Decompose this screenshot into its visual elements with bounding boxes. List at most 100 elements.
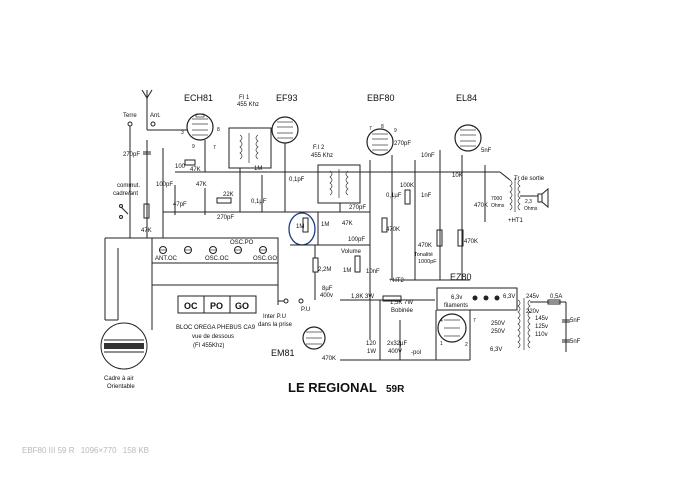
cap-10nf-b: 10nF [421,153,435,159]
antenna-symbol [141,89,153,130]
voltage-250-b: 250V [491,329,505,335]
res-2-2m: 2,2M [318,267,331,273]
inter-pu-label-1: Inter P.U [263,314,286,320]
band-po: PO [210,301,223,311]
cap-100pf-b: 100pF [348,237,365,243]
osc-go-label: OSC.GO [253,256,277,262]
fi1-freq: 455 Khz [237,102,259,108]
tube-label-ez80: EZ80 [450,272,472,282]
ohms-word-b: Ohms [524,206,538,212]
res-470k-c: 470K [474,203,488,209]
res-47k-b: 47K [196,182,207,188]
res-47k-a: 47K [141,228,152,234]
voltage-6-3-b: 6,3V [490,347,502,353]
if-transformer-2 [317,164,361,204]
switch-label-2: cadre/ant [113,191,138,197]
pin-label-ech81-7: 7 [213,145,216,151]
image-caption: EBF80 III 59 R 1096×770 158 KB [22,446,153,455]
mains-145v: 145v [535,316,548,322]
ohms-2-3: 2,3 [525,199,532,205]
res-470k-d: 470K [418,243,432,249]
pin-label-ez80-4: 4 [440,318,443,324]
cap-8uf-voltage: 400v [320,293,333,299]
res-120-watt: 1W [367,349,376,355]
res-470k-e: 470K [464,239,478,245]
cap-2x32: 2x32µF [387,341,407,347]
cap-270pf-a: 270pF [123,152,140,158]
tube-label-ech81: ECH81 [184,93,213,103]
cap-01pf: 0,1pF [289,177,305,183]
tube-label-ebf80: EBF80 [367,93,395,103]
cap-01uf-b: 0,1µF [386,193,402,199]
tube-ef93 [271,116,299,144]
cap-5nf-a: 5nF [481,148,492,154]
tube-label-em81: EM81 [271,348,295,358]
ht1-label: +HT1 [508,218,524,224]
tube-el84 [454,124,482,152]
pin-label-ebf80-7: 7 [369,126,372,132]
loop-antenna [100,322,148,370]
ohms-7000: 7000 [491,196,502,202]
pin-label-ech81-8: 8 [217,127,220,133]
cap-5nf-c: 5nF [570,339,581,345]
res-22k: 22K [223,192,234,198]
tube-em81 [302,326,326,350]
voltage-6-3-a: 6,3V [503,294,515,300]
tube-ez80 [437,313,467,343]
pu-label: P.U [301,307,310,313]
tube-label-el84: EL84 [456,93,477,103]
antenna-ant-label: Ant. [150,113,161,119]
speaker-icon [520,187,549,209]
cap-47pf: 47pF [173,202,187,208]
cap-5nf-b: 5nF [570,318,581,324]
volume-label: Volume [341,249,362,255]
cap-1000pf: 1000pF [418,259,437,265]
band-go: GO [235,301,249,311]
res-470k-a: 470K [322,356,336,362]
pin-label-ebf80-8: 8 [381,124,384,130]
cap-10nf-a: 10nF [366,269,380,275]
res-47k-d: 47K [342,221,353,227]
fuse-label: 0,5A [550,294,562,300]
output-transformer [499,171,521,212]
caption-filename: EBF80 III 59 R [22,446,75,455]
pin-label-ebf80-9: 9 [394,128,397,134]
band-buttons [177,295,257,314]
tube-ech81 [186,113,214,141]
pol-label: -pol [411,350,421,356]
frame-label-1: Cadre à air [104,376,134,382]
pu-socket [278,298,304,304]
cap-2x32-voltage: 400V [388,349,402,355]
mains-220v: 220v [526,309,539,315]
cap-01uf-a: 0,1µF [251,199,267,205]
res-1-8k: 1,8K 3W [351,294,374,300]
inter-pu-label-2: dans la prise [258,322,293,328]
pin-label-ech81-9: 9 [192,144,195,150]
tube-label-ef93: EF93 [276,93,298,103]
antenna-terre-label: Terre [123,113,137,119]
tube-ebf80 [366,128,394,156]
res-1m-d: 1M [343,268,351,274]
ohms-word-a: Ohms [491,203,505,209]
tonalite-label: Tonalité [414,252,433,258]
cap-100pf: 100pF [156,182,173,188]
res-100: 100 [175,164,186,170]
fi1-label: FI 1 [239,95,250,101]
band-oc: OC [184,301,198,311]
filament-voltage: 6,3v [451,295,462,301]
voltage-250-a: 250V [491,321,505,327]
osc-oc-label: OSC.OC [205,256,229,262]
fi2-label: F.I 2 [313,145,325,151]
mains-125v: 125v [535,324,548,330]
fi2-freq: 455 Khz [311,153,333,159]
res-bobinee-1: 1,5K 7W [390,300,413,306]
ht2-label: +HT2 [389,278,405,284]
pin-label-ez80-7: 7 [473,318,476,324]
pin-label-ez80-2: 2 [465,342,468,348]
block-desc-3: (FI 455Khz) [193,343,224,349]
pin-label-ez80-1: 1 [440,341,443,347]
mains-245v: 245v [526,294,539,300]
res-bobinee-2: Bobinée [391,308,414,314]
cap-270pf-b: 270pF [217,215,234,221]
schematic-model: 59R [386,384,405,395]
